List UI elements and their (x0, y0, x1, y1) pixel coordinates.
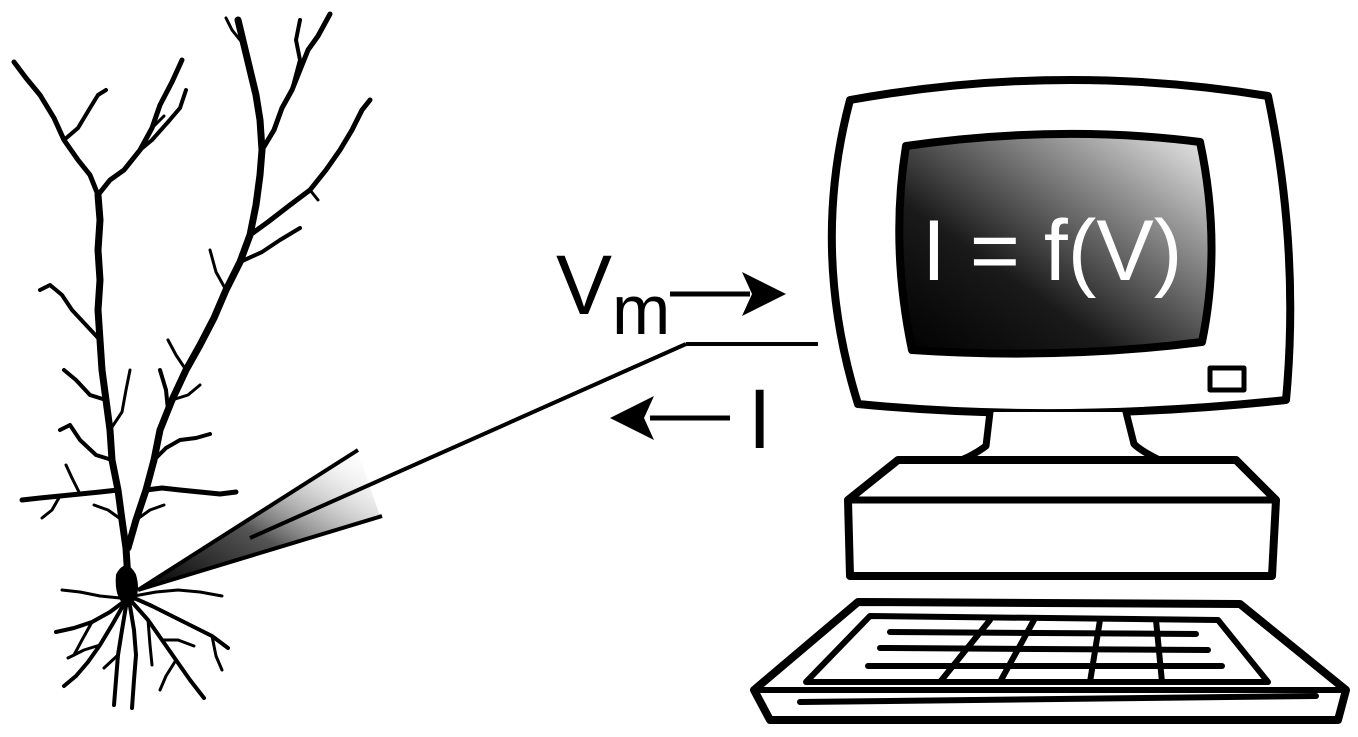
power-button-icon (1207, 365, 1247, 393)
neuron-icon (11, 11, 373, 710)
current-arrow (610, 396, 730, 440)
current-label: I (748, 372, 771, 466)
computer-case (844, 456, 1280, 580)
computer-icon (750, 75, 1350, 724)
screen-equation: I = f(V) (922, 203, 1182, 299)
monitor-screen (895, 129, 1216, 358)
voltage-arrow (670, 272, 786, 316)
voltage-label: Vm (556, 238, 670, 349)
electrode-icon (136, 342, 818, 592)
